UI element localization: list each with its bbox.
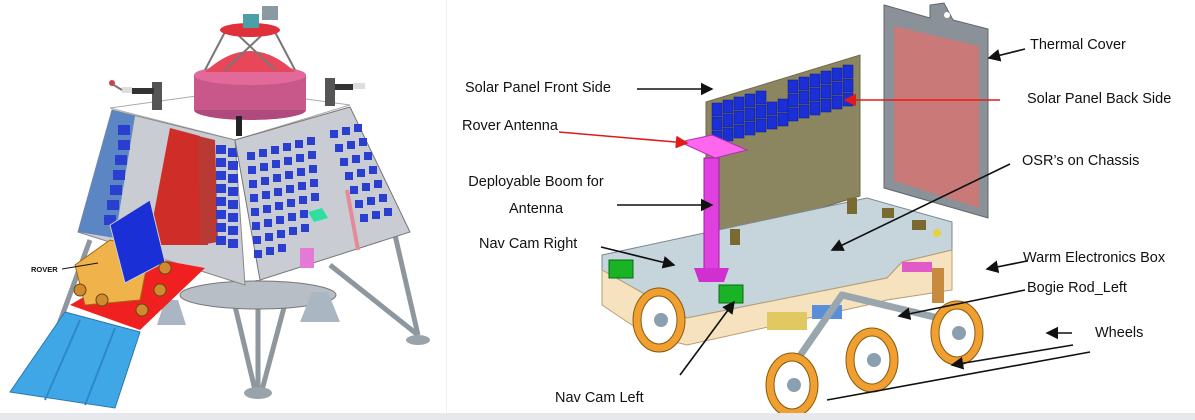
rover-leader-line — [61, 262, 99, 270]
arrow-wheel-2 — [950, 344, 1074, 370]
rover-ramp — [9, 311, 141, 409]
rover-wheels — [73, 261, 172, 317]
arrow-thermal-cover — [987, 48, 1026, 62]
pink-instrument — [300, 248, 314, 268]
rover-antenna-plate — [678, 134, 749, 159]
yellow-actuator — [933, 229, 941, 237]
panel-hinges — [730, 198, 926, 245]
antenna-boom-base — [694, 268, 729, 282]
box-component — [767, 312, 807, 330]
engine-nozzle — [300, 292, 340, 322]
thermal-cover-fill — [894, 26, 979, 208]
arrow-osr — [830, 163, 1011, 251]
label-solar-panel-back-side: Solar Panel Back Side — [1027, 91, 1172, 107]
nav-cam-left-body — [718, 284, 744, 304]
lander-illustration-panel: ROVER — [0, 0, 447, 413]
label-nav-cam-right: Nav Cam Right — [479, 236, 578, 252]
top-antenna-plate — [262, 6, 278, 20]
label-osrs-on-chassis: OSR’s on Chassis — [1022, 153, 1140, 169]
red-thermal-blanket — [148, 128, 208, 245]
label-bogie-rod-left: Bogie Rod_Left — [1027, 280, 1127, 296]
box-post — [932, 268, 944, 303]
nav-cam-right-body — [608, 259, 634, 279]
rover-wheels — [632, 287, 984, 413]
antenna-boom — [703, 157, 720, 271]
green-sensor — [308, 208, 328, 222]
bottom-border-strip — [0, 413, 1195, 420]
top-red-disk — [220, 23, 280, 37]
arrow-bogie — [897, 289, 1026, 321]
side-booms — [109, 78, 365, 110]
left-face-solar-cells — [104, 125, 238, 248]
foot-pad — [406, 335, 430, 345]
label-deployable-boom-line2: Antenna — [508, 201, 564, 217]
rover-illustration — [558, 2, 1091, 413]
label-deployable-boom-line1: Deployable Boom for — [468, 174, 604, 190]
pink-mast — [345, 189, 360, 251]
leader-lines — [600, 48, 1091, 401]
rover-label: ROVER — [31, 265, 58, 274]
label-solar-panel-front-side: Solar Panel Front Side — [465, 80, 611, 96]
arrow-web — [985, 260, 1028, 274]
label-wheels: Wheels — [1095, 325, 1144, 341]
payload-dome — [205, 51, 295, 72]
red-side-panel — [198, 136, 218, 245]
arrow-navcam-right — [600, 246, 676, 269]
label-warm-electronics-box: Warm Electronics Box — [1023, 250, 1166, 266]
payload-struts — [204, 31, 296, 71]
label-rover-antenna: Rover Antenna — [462, 118, 558, 134]
label-thermal-cover: Thermal Cover — [1030, 37, 1126, 53]
pink-strip — [902, 262, 932, 272]
deck-post — [236, 116, 242, 136]
red-leader-lines — [558, 93, 1000, 149]
foot-pad — [244, 387, 272, 399]
top-sensor — [243, 14, 259, 28]
arrow-rover-antenna — [558, 131, 689, 149]
rover-illustration-panel: Solar Panel Front Side Rover Antenna Dep… — [447, 0, 1195, 413]
thermal-cover-hole — [944, 12, 950, 18]
label-nav-cam-left: Nav Cam Left — [555, 390, 644, 406]
lander-illustration — [9, 6, 430, 409]
arrow-navcam-left — [679, 300, 735, 376]
lower-deck — [179, 280, 337, 310]
arrow-wheel-3 — [826, 351, 1091, 401]
right-face-solar-cells — [247, 124, 392, 258]
